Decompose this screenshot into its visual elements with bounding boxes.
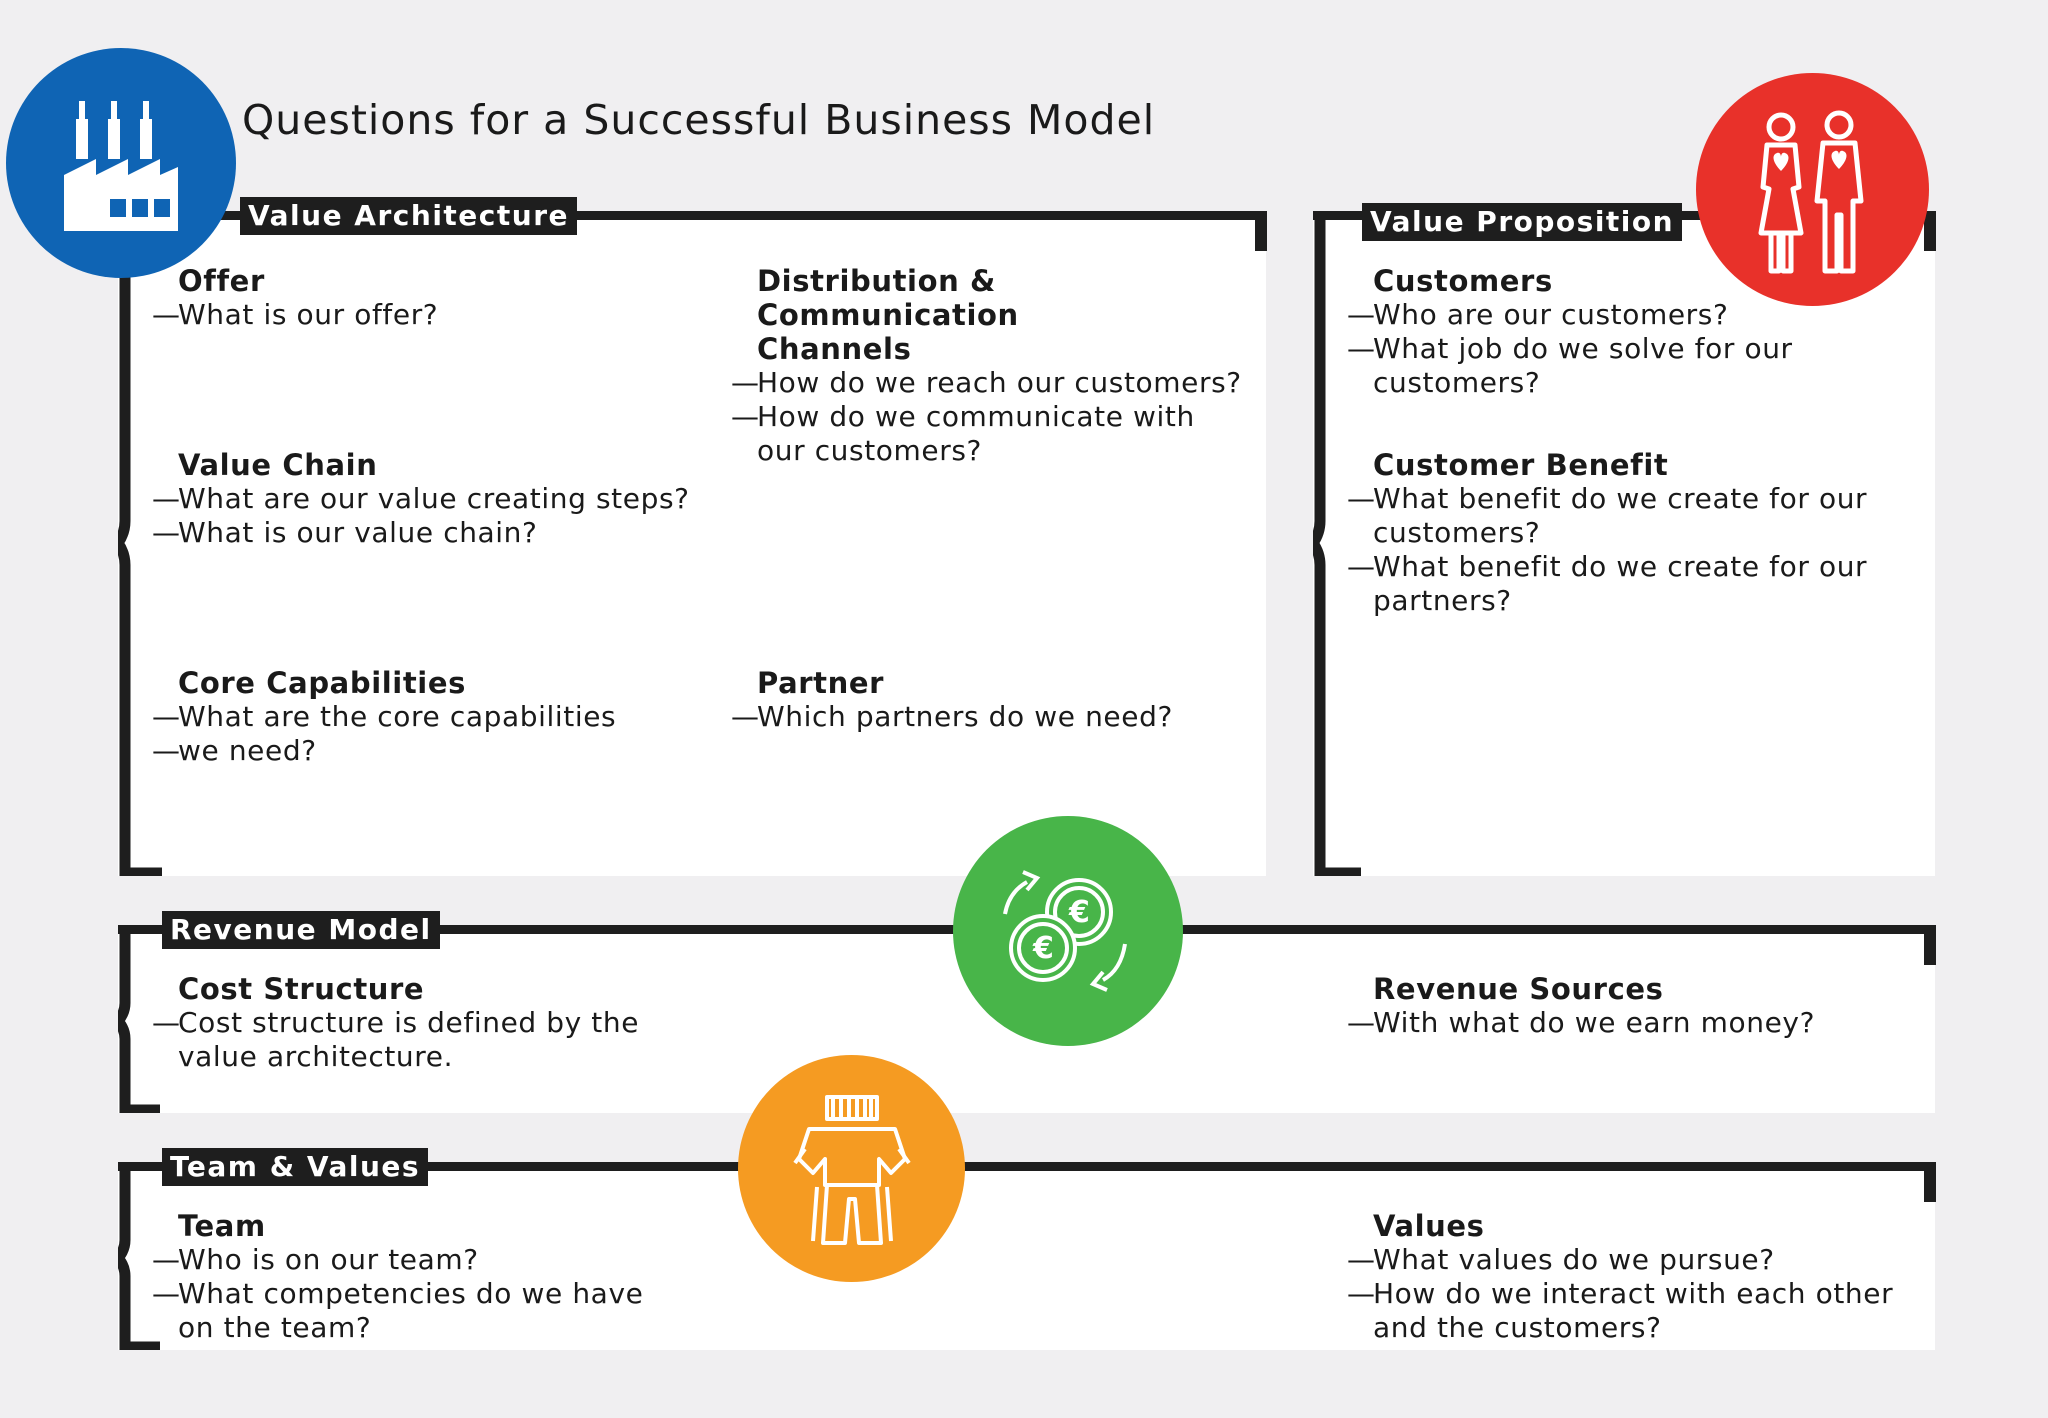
- offer-question: —What is our offer?: [152, 298, 439, 331]
- frame-corner: [1924, 925, 1936, 965]
- customers-title: Customers: [1373, 264, 1553, 298]
- core-capabilities-question: —What are the core capabilities: [152, 700, 617, 733]
- core-capabilities-title: Core Capabilities: [178, 666, 466, 700]
- couple-hearts-icon: [1758, 110, 1863, 273]
- left-brace: [118, 1162, 160, 1350]
- offer-title: Offer: [178, 264, 265, 298]
- revenue-sources-section: Revenue Sources —With what do we earn mo…: [1347, 972, 1815, 1040]
- frame-corner: [1924, 1162, 1936, 1202]
- customer-benefit-section: Customer Benefit —What benefit do we cre…: [1347, 448, 1867, 618]
- team-circle: [738, 1055, 965, 1282]
- frame-corner: [1255, 211, 1267, 251]
- customer-benefit-title: Customer Benefit: [1373, 448, 1669, 482]
- channels-question: —How do we reach our customers?: [731, 366, 1242, 399]
- team-values-label: Team & Values: [162, 1148, 429, 1186]
- factory-circle: [6, 48, 236, 278]
- page-title: Questions for a Successful Business Mode…: [242, 96, 1156, 144]
- core-capabilities-question: —we need?: [152, 734, 317, 767]
- factory-icon: [64, 101, 178, 231]
- values-question: —What values do we pursue?: [1347, 1243, 1775, 1276]
- value-architecture-panel: Value Architecture Offer —What is our of…: [118, 197, 1267, 876]
- team-people-icon: [792, 1094, 911, 1245]
- customers-section: Customers —Who are our customers? —What …: [1347, 264, 1793, 400]
- team-section: Team —Who is on our team? —What competen…: [152, 1209, 643, 1345]
- team-values-panel: Team & Values Team —Who is on our team? …: [118, 1148, 1936, 1350]
- euro-coins-cycle-icon: € €: [1003, 870, 1127, 992]
- value-chain-question: —What are our value creating steps?: [152, 482, 690, 515]
- partner-question: —Which partners do we need?: [731, 700, 1173, 733]
- left-brace: [118, 925, 160, 1113]
- frame-corner: [1924, 211, 1936, 251]
- partner-section: Partner —Which partners do we need?: [731, 666, 1173, 734]
- core-capabilities-section: Core Capabilities —What are the core cap…: [152, 666, 616, 768]
- revenue-sources-question: —With what do we earn money?: [1347, 1006, 1816, 1039]
- value-architecture-label: Value Architecture: [240, 197, 577, 235]
- value-proposition-label: Value Proposition: [1362, 203, 1683, 241]
- cost-structure-section: Cost Structure —Cost structure is define…: [152, 972, 639, 1074]
- values-section: Values —What values do we pursue? —How d…: [1347, 1209, 1893, 1345]
- svg-text:€: €: [1032, 931, 1054, 966]
- customers-question: —Who are our customers?: [1347, 298, 1729, 331]
- value-chain-question: —What is our value chain?: [152, 516, 538, 549]
- team-question: —Who is on our team?: [152, 1243, 479, 1276]
- left-brace: [118, 211, 162, 876]
- left-brace: [1313, 211, 1361, 876]
- values-title: Values: [1373, 1209, 1485, 1243]
- offer-section: Offer —What is our offer?: [152, 264, 438, 332]
- team-title: Team: [178, 1209, 266, 1243]
- partner-title: Partner: [757, 666, 885, 700]
- value-proposition-panel: Value Proposition Customers —Who are our…: [1313, 203, 1936, 876]
- revenue-model-label: Revenue Model: [162, 911, 440, 949]
- cost-structure-title: Cost Structure: [178, 972, 425, 1006]
- revenue-sources-title: Revenue Sources: [1373, 972, 1664, 1006]
- revenue-circle: € €: [953, 816, 1183, 1046]
- svg-text:€: €: [1068, 895, 1090, 930]
- customers-circle: [1696, 73, 1929, 306]
- value-chain-title: Value Chain: [178, 448, 378, 482]
- value-chain-section: Value Chain —What are our value creating…: [152, 448, 690, 550]
